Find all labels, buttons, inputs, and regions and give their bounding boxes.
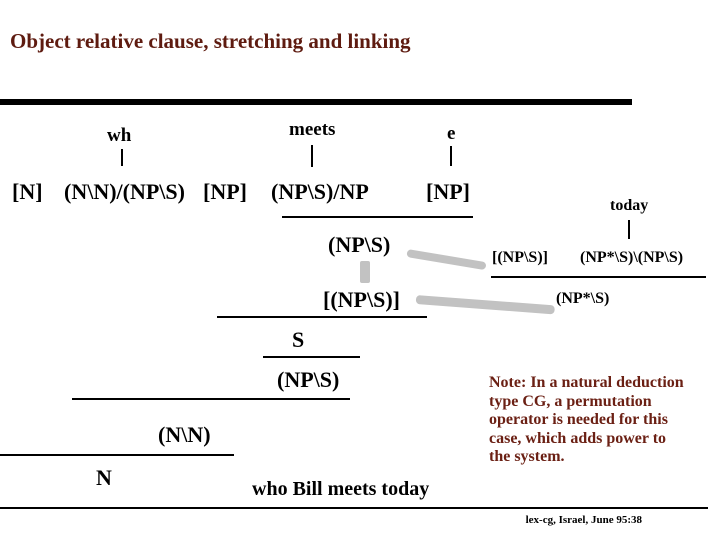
note-line: type CG, a permutation xyxy=(489,392,652,410)
bottom-rule xyxy=(0,507,708,509)
derived-np-s: (NP\S) xyxy=(328,232,391,257)
category-n: [N] xyxy=(12,179,43,204)
stretch-link-upper xyxy=(406,249,487,271)
slide-footer: lex-cg, Israel, June 95:38 xyxy=(525,514,642,526)
rule-right-branch xyxy=(491,276,706,278)
derived-np-s-hypothesis: [(NP\S)] xyxy=(323,287,400,312)
link-vertical-bar xyxy=(360,261,370,283)
derived-s: S xyxy=(292,327,305,352)
category-np-gap: [NP] xyxy=(426,179,470,204)
derived-n: N xyxy=(96,465,112,490)
rule-n-n xyxy=(0,454,234,456)
right-np-s-hypothesis: [(NP\S)] xyxy=(492,249,548,266)
note-line: case, which adds power to xyxy=(489,429,667,447)
note-line: Note: In a natural deduction xyxy=(489,374,684,391)
slide-title: Object relative clause, stretching and l… xyxy=(10,29,411,53)
category-np-hypothesis: [NP] xyxy=(203,179,247,204)
derived-n-n: (N\N) xyxy=(158,422,211,447)
word-wh: wh xyxy=(107,125,132,146)
tick-meets xyxy=(311,145,313,167)
note-line: the system. xyxy=(489,448,565,465)
word-e: e xyxy=(447,123,456,144)
title-rule xyxy=(0,99,632,105)
right-adjunct-category: (NP*\S)\(NP\S) xyxy=(580,249,684,266)
tick-e xyxy=(450,146,452,166)
note-line: operator is needed for this xyxy=(489,411,668,428)
category-relativizer: (N\N)/(NP\S) xyxy=(64,179,185,204)
tick-wh xyxy=(121,149,123,166)
category-verb: (NP\S)/NP xyxy=(271,179,369,204)
tick-today xyxy=(628,220,630,239)
derived-np-s-result: (NP\S) xyxy=(277,367,340,392)
rule-s xyxy=(263,356,360,358)
rule-hypothesis-discharge xyxy=(217,316,427,318)
right-result-category: (NP*\S) xyxy=(556,290,610,307)
note-block: Note: In a natural deduction type CG, a … xyxy=(489,374,719,467)
rule-np-s-result xyxy=(72,398,350,400)
word-meets: meets xyxy=(289,119,336,140)
result-phrase: who Bill meets today xyxy=(252,478,430,500)
word-today: today xyxy=(610,197,649,214)
stretch-link-lower xyxy=(415,295,555,315)
rule-verb-application xyxy=(282,216,473,218)
